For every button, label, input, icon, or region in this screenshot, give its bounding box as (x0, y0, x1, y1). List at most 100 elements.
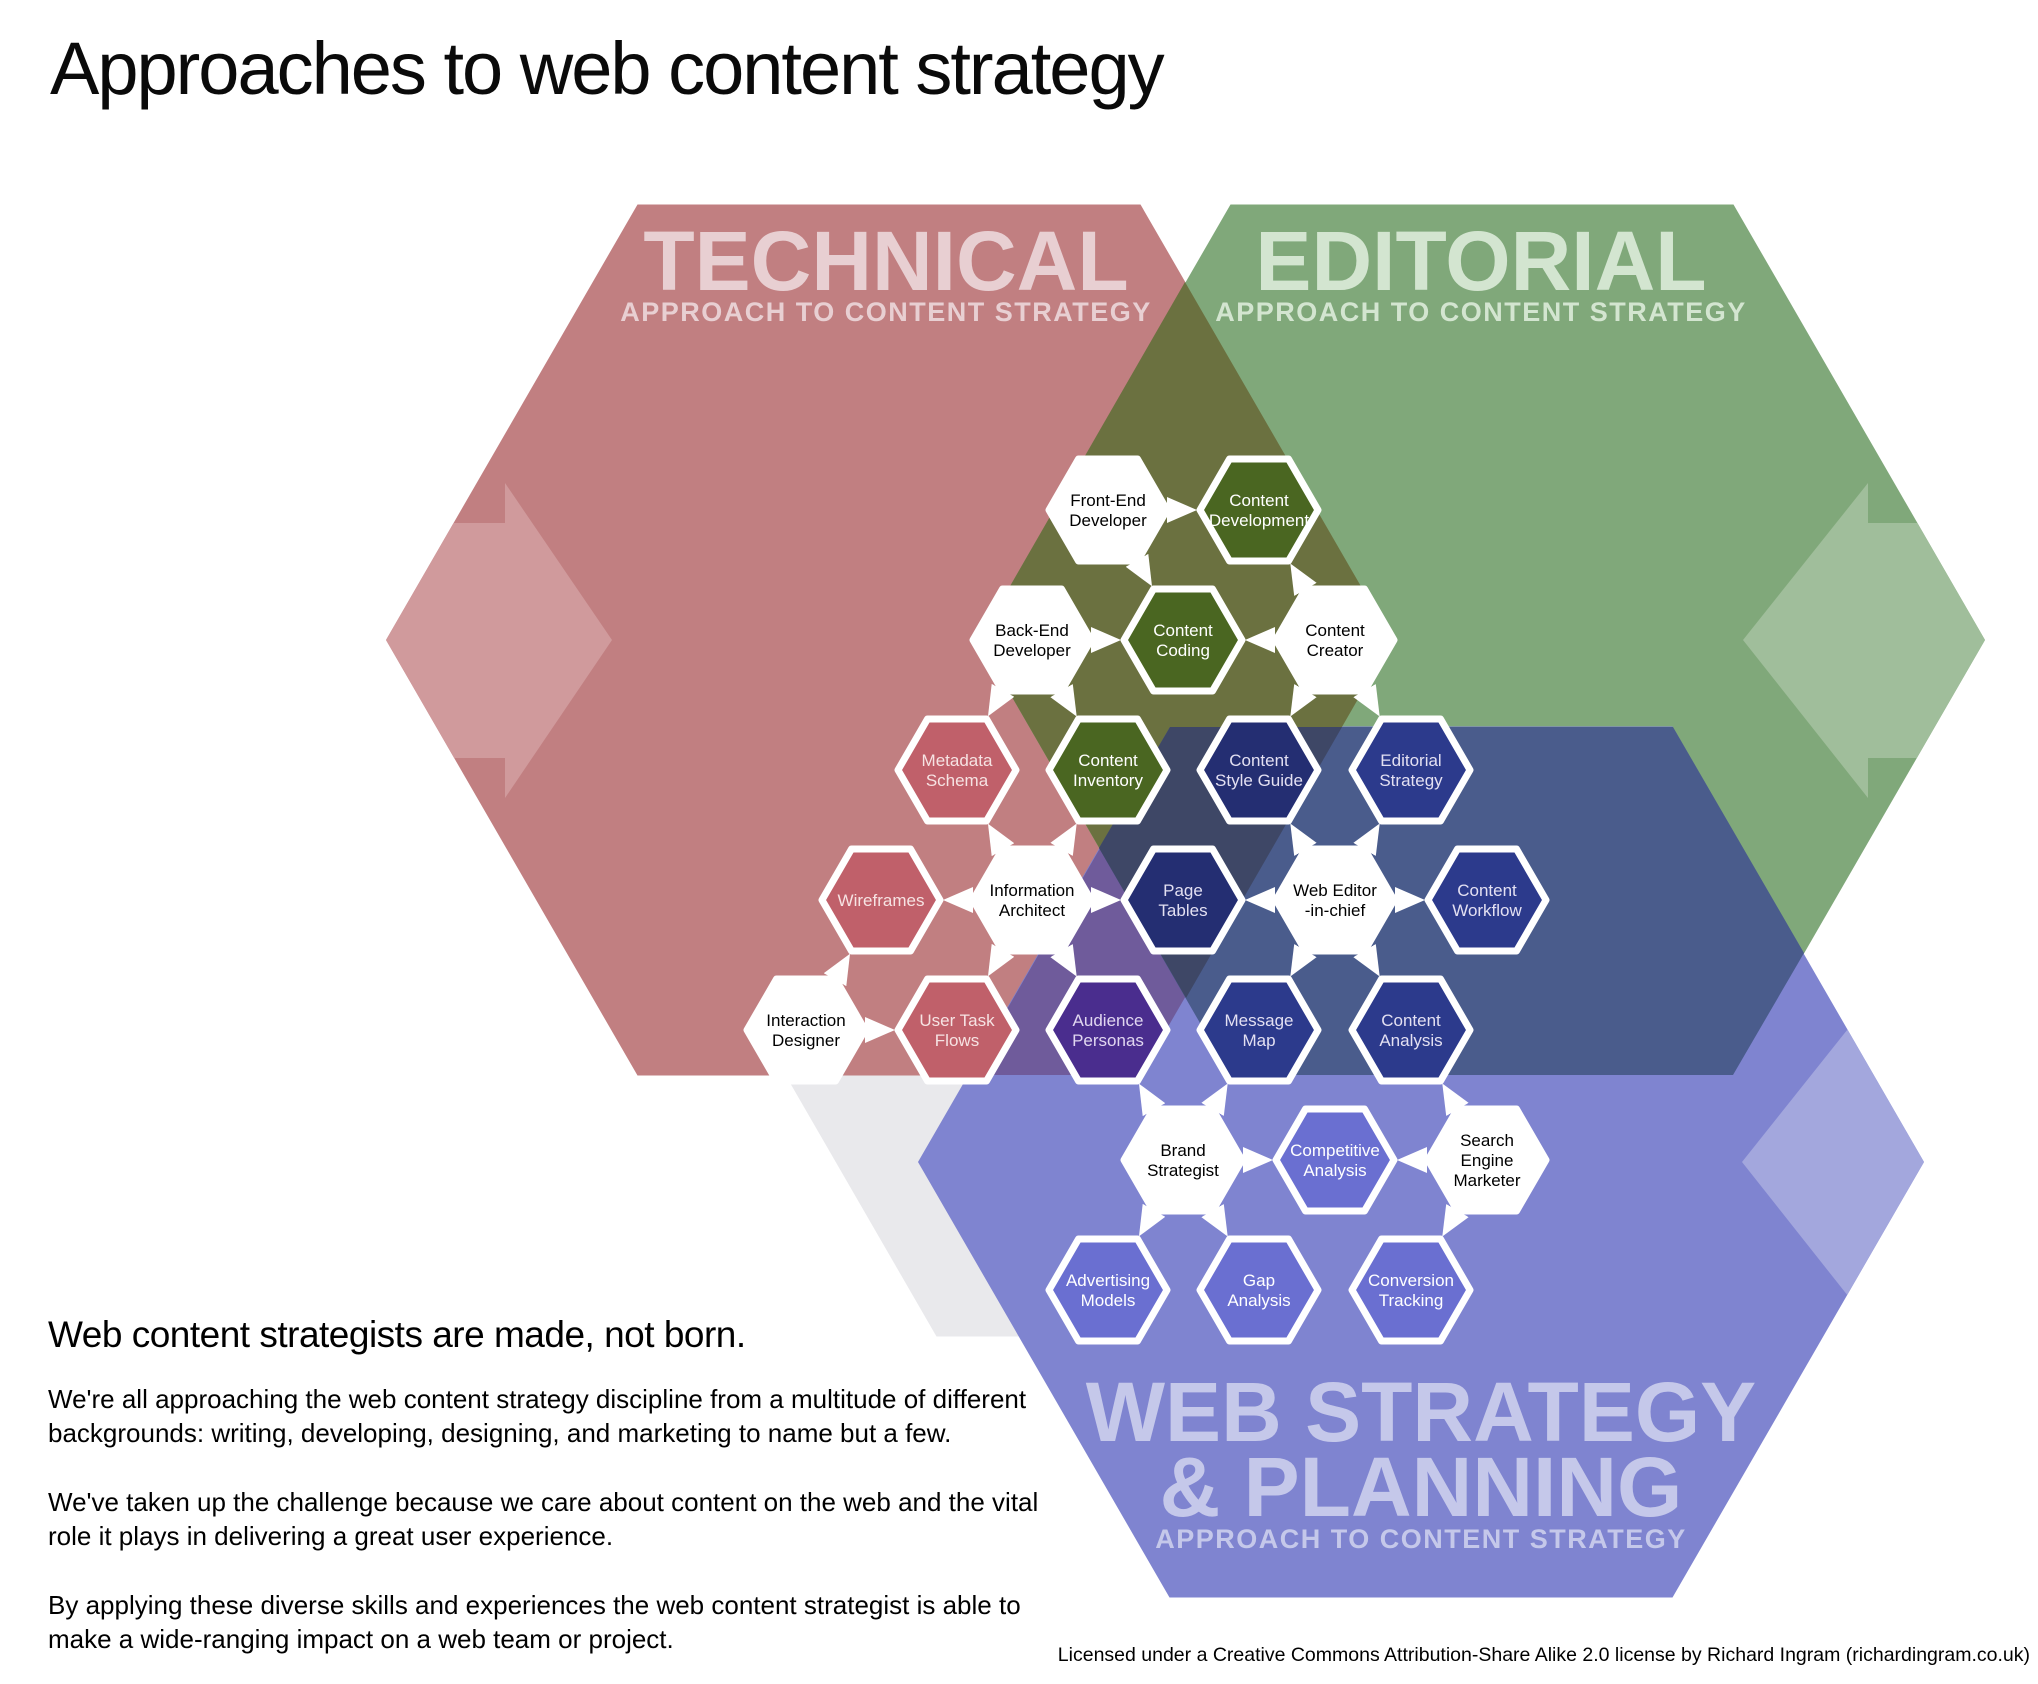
content-style-guide-label-line-2: Style Guide (1215, 771, 1303, 790)
audience-personas-label-line-1: Audience (1073, 1011, 1144, 1030)
web-strategy-region-title-line1: WEB STRATEGY (1086, 1365, 1756, 1459)
gap-analysis-label-line-2: Analysis (1227, 1291, 1290, 1310)
editorial-strategy-hexagon (1348, 715, 1474, 825)
content-inventory-label-line-2: Inventory (1073, 771, 1143, 790)
front-end-developer-label-line-2: Developer (1069, 511, 1147, 530)
page-tables-hexagon (1120, 845, 1246, 955)
audience-personas-label-line-2: Personas (1072, 1031, 1144, 1050)
brand-strategist-label-line-2: Strategist (1147, 1161, 1219, 1180)
edge-front-end-developer-to-content-coding (1125, 553, 1153, 587)
gap-analysis-label-line-1: Gap (1243, 1271, 1275, 1290)
connector-arrows (823, 497, 1469, 1237)
web-strategy-region-subtitle: APPROACH TO CONTENT STRATEGY (1155, 1524, 1687, 1554)
edge-content-creator-to-content-style-guide (1290, 684, 1317, 717)
back-end-developer-label-line-2: Developer (993, 641, 1071, 660)
content-development-hexagon (1196, 455, 1322, 565)
competitive-analysis-hexagon (1272, 1105, 1398, 1215)
edge-web-editor-in-chief-to-editorial-strategy (1353, 823, 1380, 856)
information-architect-label-line-2: Architect (999, 901, 1065, 920)
wireframes-label-line-1: Wireframes (838, 891, 925, 910)
edge-back-end-developer-to-content-inventory (1050, 684, 1077, 717)
edge-information-architect-to-user-task-flows (987, 943, 1015, 977)
metadata-schema-label-line-2: Schema (926, 771, 989, 790)
content-inventory-hexagon (1045, 715, 1171, 825)
technical-watermark-arrow-icon (386, 483, 612, 798)
search-engine-marketer-label-line-1: Search (1460, 1131, 1514, 1150)
content-analysis-hexagon (1348, 975, 1474, 1085)
search-engine-marketer-label-line-3: Marketer (1453, 1171, 1520, 1190)
content-coding-hexagon (1120, 585, 1246, 695)
interaction-designer-label-line-1: Interaction (766, 1011, 845, 1030)
advertising-models-hexagon (1045, 1235, 1171, 1345)
web-editor-in-chief-hexagon (1272, 845, 1398, 955)
role-skill-hexagons: Front-EndDeveloperContentDevelopmentBack… (743, 455, 1550, 1345)
content-workflow-hexagon (1424, 845, 1550, 955)
editorial-region-subtitle: APPROACH TO CONTENT STRATEGY (1215, 297, 1747, 327)
content-inventory-label-line-1: Content (1078, 751, 1138, 770)
technical-region-subtitle: APPROACH TO CONTENT STRATEGY (620, 297, 1152, 327)
competitive-analysis-label-line-2: Analysis (1303, 1161, 1366, 1180)
editorial-strategy-label-line-2: Strategy (1379, 771, 1443, 790)
wireframes-hexagon (818, 845, 944, 955)
content-analysis-label-line-2: Analysis (1379, 1031, 1442, 1050)
content-coding-label-line-2: Coding (1156, 641, 1210, 660)
conversion-tracking-label-line-1: Conversion (1368, 1271, 1454, 1290)
content-coding-label-line-1: Content (1153, 621, 1213, 640)
aside-paragraph-2: We've taken up the challenge because we … (48, 1487, 1039, 1551)
license-footer: Licensed under a Creative Commons Attrib… (1057, 1644, 2030, 1666)
aside-paragraph-1: We're all approaching the web content st… (48, 1384, 1027, 1448)
edge-brand-strategist-to-gap-analysis (1201, 1204, 1228, 1237)
editorial-strategy-label-line-1: Editorial (1380, 751, 1441, 770)
gap-analysis-hexagon (1196, 1235, 1322, 1345)
edge-information-architect-to-audience-personas (1050, 944, 1077, 977)
aside-text-block: Web content strategists are made, not bo… (48, 1314, 1063, 1684)
edge-content-creator-to-content-development (1290, 563, 1317, 596)
edge-brand-strategist-to-audience-personas (1138, 1083, 1166, 1117)
information-architect-hexagon (969, 845, 1095, 955)
user-task-flows-label-line-2: Flows (935, 1031, 979, 1050)
user-task-flows-hexagon (894, 975, 1020, 1085)
message-map-hexagon (1196, 975, 1322, 1085)
search-engine-marketer-hexagon (1424, 1105, 1550, 1215)
audience-personas-hexagon (1045, 975, 1171, 1085)
page-tables-label-line-2: Tables (1158, 901, 1207, 920)
editorial-region-title: EDITORIAL (1255, 214, 1706, 308)
message-map-label-line-2: Map (1242, 1031, 1275, 1050)
edge-search-engine-marketer-to-conversion-tracking (1442, 1204, 1469, 1237)
node-wireframes: Wireframes (818, 845, 944, 955)
aside-paragraph-3: By applying these diverse skills and exp… (48, 1590, 1021, 1654)
content-creator-label-line-2: Creator (1307, 641, 1364, 660)
back-end-developer-label-line-1: Back-End (995, 621, 1069, 640)
front-end-developer-hexagon (1045, 455, 1171, 565)
conversion-tracking-label-line-2: Tracking (1379, 1291, 1444, 1310)
edge-brand-strategist-to-message-map (1201, 1083, 1228, 1116)
aside-heading: Web content strategists are made, not bo… (48, 1314, 746, 1355)
brand-strategist-hexagon (1120, 1105, 1246, 1215)
edge-information-architect-to-metadata-schema (987, 823, 1015, 857)
metadata-schema-label-line-1: Metadata (922, 751, 993, 770)
competitive-analysis-label-line-1: Competitive (1290, 1141, 1380, 1160)
web-editor-in-chief-label-line-2: -in-chief (1305, 901, 1366, 920)
content-development-label-line-1: Content (1229, 491, 1289, 510)
edge-web-editor-in-chief-to-content-style-guide (1290, 823, 1317, 856)
content-creator-label-line-1: Content (1305, 621, 1365, 640)
edge-web-editor-in-chief-to-content-analysis (1353, 944, 1380, 977)
search-engine-marketer-label-line-2: Engine (1461, 1151, 1514, 1170)
